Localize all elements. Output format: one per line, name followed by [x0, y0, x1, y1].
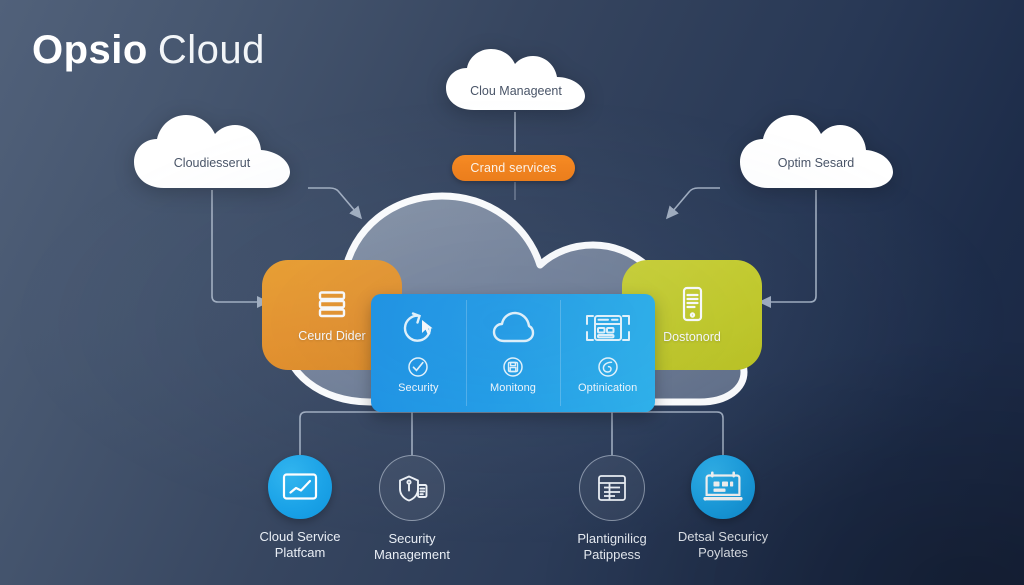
- refresh-cursor-icon: [398, 306, 438, 350]
- panel-column-security-label: Security: [398, 382, 439, 394]
- chart-screen-icon: [282, 473, 318, 500]
- wire-leftcloud-card: [211, 190, 270, 309]
- cloud-right-label: Optim Sesard: [777, 156, 855, 170]
- wire-bottom-bus: [299, 411, 724, 455]
- crand-services-button[interactable]: Crand services: [452, 155, 575, 181]
- node-circle: [379, 455, 445, 521]
- panel-column-optinication[interactable]: Optinication: [560, 294, 655, 412]
- bottom-node-label: Security Management: [374, 531, 450, 562]
- services-panel: Security Monitong: [371, 294, 655, 412]
- mobile-document-icon: [682, 286, 703, 322]
- page-title-brand: Opsio: [32, 28, 148, 72]
- bottom-node-label: Detsal Securicy Poylates: [677, 529, 769, 560]
- wire-left-diagonal: [308, 187, 363, 220]
- panel-column-monitong-label: Monitong: [489, 382, 537, 394]
- panel-column-monitong[interactable]: Monitong: [465, 294, 561, 412]
- save-disk-circle-icon: [502, 354, 524, 380]
- node-circle: [579, 455, 645, 521]
- cloud-shape-icon: [134, 115, 290, 188]
- cloud-top[interactable]: Clou Manageent: [440, 46, 592, 112]
- wire-rightcloud-card: [758, 190, 817, 309]
- node-circle: [691, 455, 755, 519]
- wire-right-diagonal: [665, 187, 720, 220]
- card-dostonord-label: Dostonord: [663, 330, 721, 344]
- bottom-node-detsal-securicy-poylates[interactable]: Detsal Securicy Poylates: [648, 455, 798, 561]
- bottom-node-security-management[interactable]: Security Management: [337, 455, 487, 563]
- laptop-calendar-icon: [703, 471, 743, 501]
- cloud-left[interactable]: Cloudiesserut: [130, 110, 294, 190]
- dashboard-screen-icon: [584, 306, 632, 350]
- calendar-window-icon: [598, 475, 626, 501]
- page-title-suffix: Cloud: [157, 28, 265, 72]
- bottom-node-plantignilicg-patippess[interactable]: Plantignilicg Patippess: [537, 455, 687, 563]
- cloud-shape-icon: [446, 49, 585, 110]
- spiral-circle-icon: [597, 354, 619, 380]
- bottom-node-cloud-service-platform[interactable]: Cloud Service Platfcam: [225, 455, 375, 561]
- check-circle-icon: [407, 354, 429, 380]
- cloud-outline-icon: [491, 306, 535, 350]
- bottom-node-label: Cloud Service Platfcam: [259, 529, 341, 560]
- cloud-left-label: Cloudiesserut: [173, 156, 251, 170]
- card-ceurd-dider-label: Ceurd Dider: [298, 329, 366, 343]
- shield-document-icon: [399, 475, 428, 502]
- cloud-right[interactable]: Optim Sesard: [736, 110, 896, 190]
- cloud-top-label: Clou Manageent: [470, 84, 562, 98]
- bottom-node-label: Plantignilicg Patippess: [577, 531, 647, 562]
- node-circle: [268, 455, 332, 519]
- server-stack-icon: [318, 291, 346, 318]
- crand-services-label: Crand services: [470, 161, 557, 175]
- panel-column-security[interactable]: Security: [371, 294, 466, 412]
- panel-column-optinication-label: Optinication: [578, 382, 638, 394]
- cloud-shape-icon: [740, 115, 893, 188]
